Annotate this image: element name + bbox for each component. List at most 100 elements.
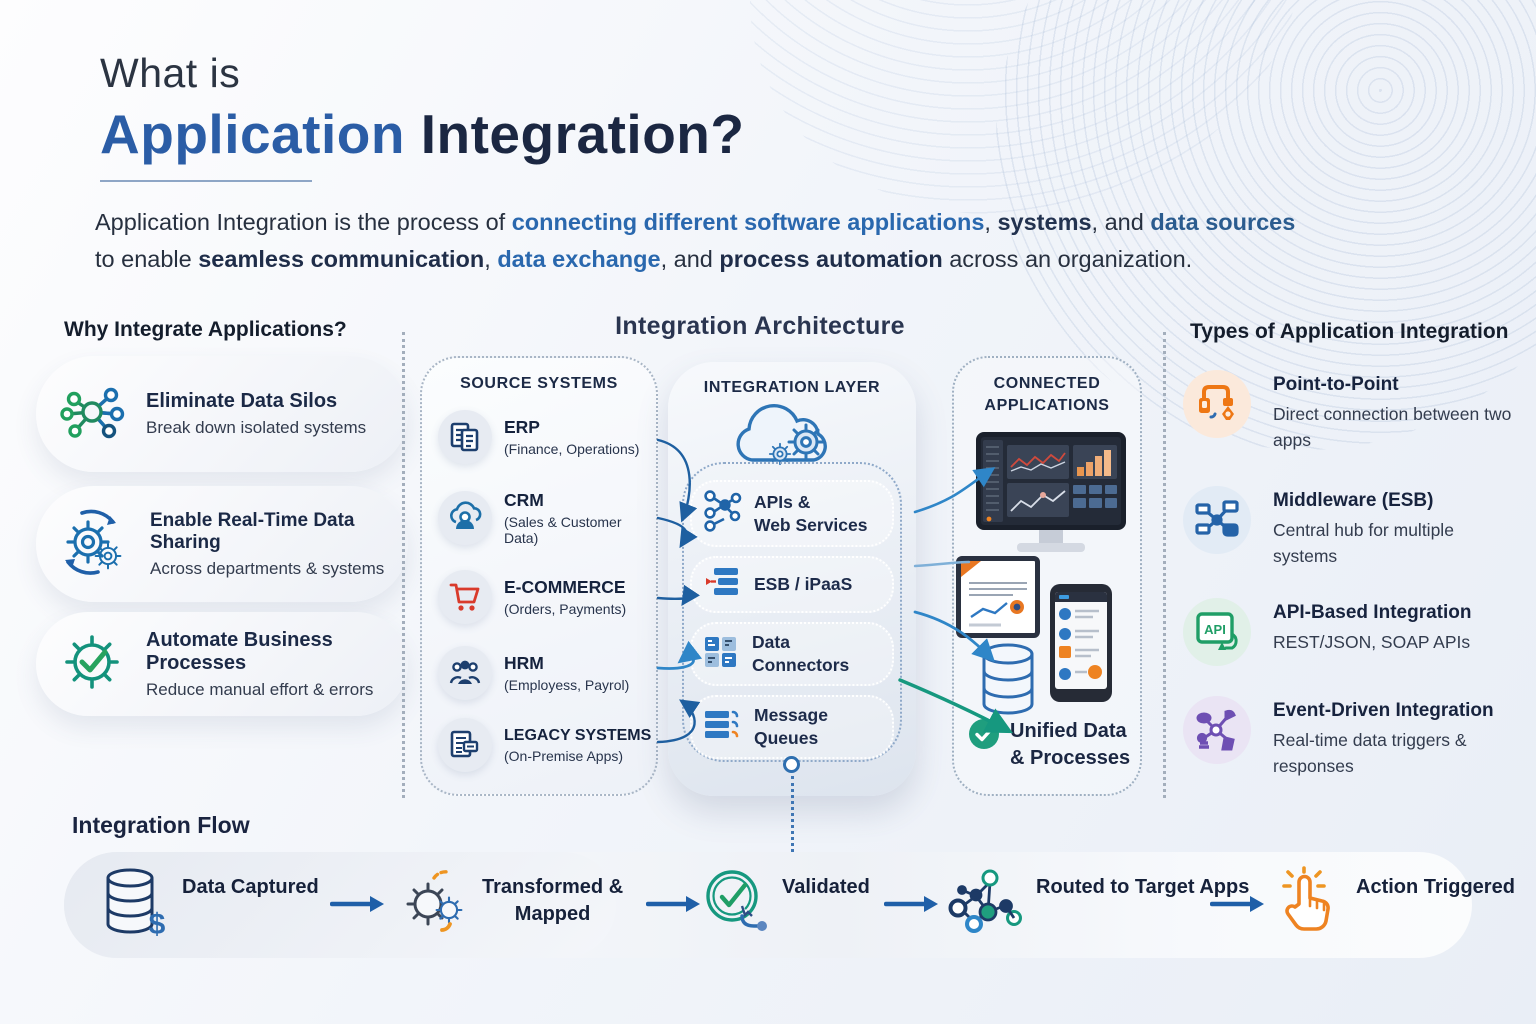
type-desc: Central hub for multiple systems (1273, 520, 1454, 566)
type-item-event-driven: Event-Driven Integration Real-time data … (1183, 696, 1519, 779)
message-queues-icon (702, 707, 742, 748)
cloud-gears-icon (722, 398, 862, 477)
why-card-text: Enable Real-Time Data Sharing Across dep… (150, 510, 392, 579)
title-integration: Integration? (404, 103, 745, 165)
dollar-symbol: $ (149, 908, 166, 941)
monitor-screen (976, 432, 1126, 530)
why-section-heading: Why Integrate Applications? (64, 318, 347, 341)
why-card-title: Eliminate Data Silos (146, 390, 338, 412)
intro-text: , and (1091, 209, 1151, 235)
unified-data-caption: Unified Data & Processes (968, 718, 1138, 772)
intro-highlight: data sources (1150, 209, 1296, 235)
integration-layer-label: INTEGRATION LAYER (703, 379, 881, 396)
sync-gears-icon (58, 506, 130, 583)
layer-item-esb: ESB / iPaaS (690, 556, 894, 613)
data-connectors-grid-icon (702, 634, 740, 675)
why-card-desc: Across departments & systems (150, 558, 385, 578)
type-desc: REST/JSON, SOAP APIs (1273, 632, 1471, 652)
intro-text: , (484, 246, 498, 272)
type-text: API-Based Integration REST/JSON, SOAP AP… (1273, 598, 1471, 655)
database-icon (976, 640, 1040, 725)
flow-step-label: Validated (782, 876, 870, 898)
source-sub: (On-Premise Apps) (504, 747, 624, 764)
erp-documents-icon (438, 410, 492, 464)
api-screen-icon: API (1183, 598, 1251, 666)
transform-gears-icon (404, 866, 468, 943)
flow-arrow-icon (1210, 896, 1264, 912)
event-driven-icon (1183, 696, 1251, 764)
unified-data-label: Unified Data & Processes (1010, 720, 1131, 769)
why-card-title: Enable Real-Time Data Sharing (150, 509, 355, 553)
hrm-people-icon (438, 646, 492, 700)
types-section-heading: Types of Application Integration (1190, 320, 1509, 343)
type-title: Event-Driven Integration (1273, 700, 1494, 721)
flow-connector-node (783, 756, 800, 773)
middleware-hub-icon (1183, 486, 1251, 554)
type-item-api-based: API API-Based Integration REST/JSON, SOA… (1183, 598, 1519, 666)
routed-network-icon (946, 866, 1022, 947)
flow-step-label: Transformed & Mapped (482, 876, 624, 925)
source-sub: (Employess, Payrol) (504, 677, 630, 693)
title-underline (100, 180, 312, 182)
type-item-middleware: Middleware (ESB) Central hub for multipl… (1183, 486, 1519, 569)
intro-text: to enable (95, 246, 199, 272)
source-item-legacy: LEGACY SYSTEMS (On-Premise Apps) (438, 718, 651, 772)
intro-text: , (984, 209, 998, 235)
right-dotted-divider (1163, 332, 1166, 798)
source-name: HRM (504, 653, 544, 673)
type-text: Point-to-Point Direct connection between… (1273, 370, 1519, 453)
flow-step-label: Routed to Target Apps (1036, 876, 1250, 898)
integration-layer-inner-box: APIs & Web Services ESB / iPaaS (682, 462, 902, 762)
validated-check-icon (700, 866, 768, 943)
why-card-automate: Automate Business Processes Reduce manua… (36, 612, 408, 716)
source-sub: (Finance, Operations) (504, 441, 640, 457)
api-icon-label: API (1204, 622, 1226, 637)
type-desc: Direct connection between two apps (1273, 404, 1512, 450)
source-item-erp: ERP (Finance, Operations) (438, 410, 639, 464)
flow-step-transformed: Transformed & Mapped (404, 866, 623, 943)
dashboard-monitor (976, 432, 1126, 552)
flow-connector-dotted-line (791, 776, 794, 864)
flow-step-routed: Routed to Target Apps (946, 866, 1249, 947)
type-title: Point-to-Point (1273, 374, 1399, 395)
ecommerce-cart-icon (438, 570, 492, 624)
esb-layers-icon (702, 565, 742, 604)
gear-check-icon (58, 628, 126, 701)
source-item-ecommerce: E-COMMERCE (Orders, Payments) (438, 570, 626, 624)
monitor-base (1017, 543, 1085, 552)
layer-item-label: APIs & Web Services (754, 491, 868, 535)
why-card-text: Automate Business Processes Reduce manua… (146, 629, 392, 700)
source-item-hrm: HRM (Employess, Payrol) (438, 646, 629, 700)
network-silos-icon (58, 378, 126, 451)
intro-text: Application Integration is the process o… (95, 209, 512, 235)
source-name: LEGACY SYSTEMS (504, 726, 652, 744)
type-title: API-Based Integration (1273, 602, 1472, 623)
title-application: Application (100, 103, 405, 165)
layer-item-label: Data Connectors (752, 632, 850, 675)
source-sub: (Orders, Payments) (504, 601, 627, 617)
source-sub: (Sales & Customer Data) (504, 514, 622, 546)
check-circle-icon (968, 718, 1000, 755)
flow-step-label: Action Triggered (1356, 876, 1515, 898)
why-card-title: Automate Business Processes (146, 628, 333, 674)
flow-arrow-icon (646, 896, 700, 912)
intro-paragraph: Application Integration is the process o… (95, 204, 1375, 278)
flow-arrow-icon (330, 896, 384, 912)
type-title: Middleware (ESB) (1273, 490, 1434, 511)
flow-step-label: Data Captured (182, 876, 319, 898)
why-card-data-silos: Eliminate Data Silos Break down isolated… (36, 356, 408, 472)
mobile-phone (1050, 584, 1112, 702)
why-card-desc: Reduce manual effort & errors (146, 679, 374, 699)
source-name: ERP (504, 417, 540, 437)
source-systems-panel: SOURCE SYSTEMS ERP (Finance, Operations) (420, 356, 658, 796)
left-dotted-divider (402, 332, 405, 798)
intro-highlight: seamless communication (198, 246, 485, 272)
connected-applications-panel: CONNECTED APPLICATIONS (952, 356, 1142, 796)
flow-step-action: Action Triggered (1282, 866, 1515, 945)
type-text: Middleware (ESB) Central hub for multipl… (1273, 486, 1519, 569)
source-systems-label: SOURCE SYSTEMS (460, 375, 618, 392)
report-tablet (956, 556, 1040, 638)
source-name: CRM (504, 490, 544, 510)
connected-applications-label: CONNECTED APPLICATIONS (984, 375, 1110, 414)
